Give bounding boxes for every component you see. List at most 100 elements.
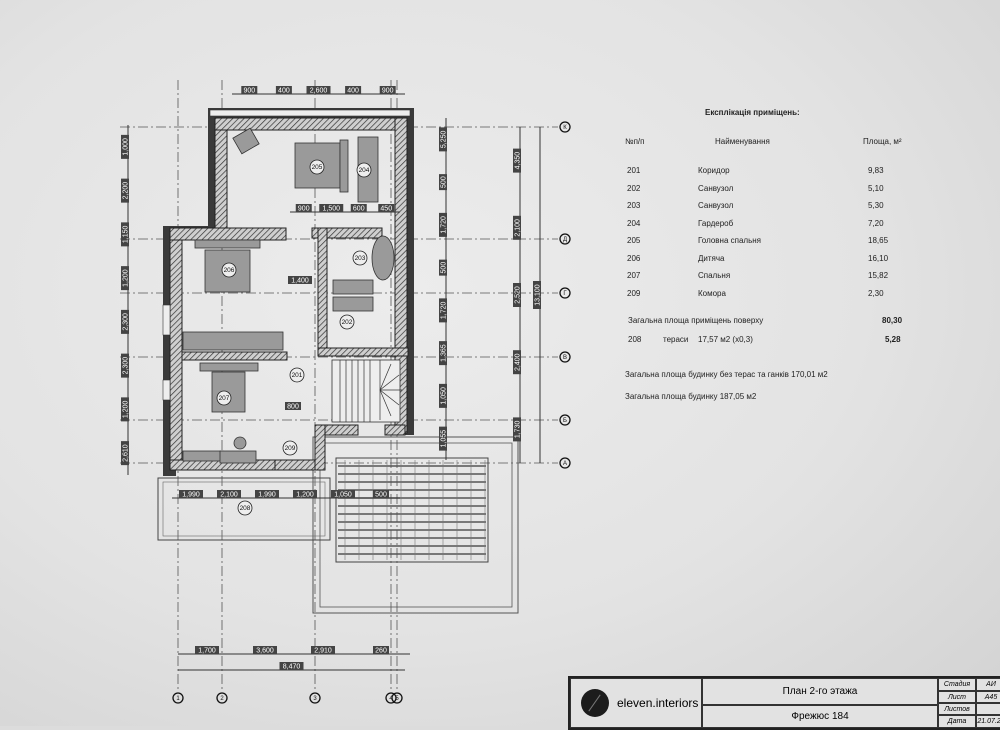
logo-icon (581, 689, 609, 717)
axis-label: 4 (389, 696, 393, 702)
svg-text:500: 500 (441, 262, 448, 274)
cell-name: Санвузол (698, 201, 734, 210)
dimension-label: 450 (378, 204, 395, 213)
svg-text:1,365: 1,365 (441, 344, 448, 362)
dimension-label: 5,250 (439, 127, 448, 152)
axis-marker (559, 351, 571, 363)
svg-text:900: 900 (243, 88, 255, 95)
dimension-label: 1,000 (121, 134, 130, 159)
terrace-value: 5,28 (885, 335, 901, 344)
axis-label: Д (563, 237, 567, 243)
sheets-label: Листов (938, 703, 976, 715)
svg-text:209: 209 (285, 445, 296, 452)
axis-label: В (563, 355, 567, 361)
svg-text:2,400: 2,400 (515, 353, 522, 371)
svg-text:205: 205 (312, 164, 323, 171)
terrace-208 (157, 477, 331, 541)
cell-area: 16,10 (868, 253, 889, 263)
cell-name: Коридор (698, 166, 730, 175)
header-num: №п/п (625, 137, 645, 146)
svg-text:203: 203 (355, 255, 366, 262)
axis-marker (309, 692, 321, 704)
axis-label: А (563, 461, 567, 467)
dimension-label: 1,700 (195, 646, 219, 655)
sheet-title: План 2-го этажа (702, 678, 938, 705)
dimension-label: 400 (345, 86, 362, 95)
axis-marker (385, 692, 397, 704)
svg-text:1,990: 1,990 (258, 492, 276, 499)
cell-area: 7,20 (868, 218, 884, 228)
svg-text:500: 500 (375, 492, 387, 499)
dimension-label: 900 (379, 86, 396, 95)
axis-marker (559, 121, 571, 133)
cell-num: 205 (627, 236, 641, 245)
svg-text:1,730: 1,730 (515, 421, 522, 439)
furniture (182, 127, 395, 464)
svg-text:1,200: 1,200 (123, 401, 130, 419)
axis-marker (559, 457, 571, 469)
cell-num: 204 (627, 218, 641, 228)
cell-area: 2,30 (868, 288, 884, 298)
svg-text:500: 500 (441, 176, 448, 188)
svg-text:4,350: 4,350 (515, 152, 522, 170)
dimension-label: 1,365 (439, 341, 448, 366)
cell-num: 207 (627, 271, 641, 280)
svg-text:1,200: 1,200 (296, 492, 314, 499)
svg-text:450: 450 (380, 206, 392, 213)
staircase (331, 359, 402, 423)
header-name: Найменування (715, 137, 770, 146)
axis-label: Г (563, 291, 567, 297)
svg-text:1,400: 1,400 (291, 278, 309, 285)
dimension-label: 2,100 (513, 215, 522, 240)
dimension-label: 2,520 (513, 283, 522, 307)
svg-text:2,300: 2,300 (123, 357, 130, 375)
project-name: Фрежюс 184 (702, 705, 938, 728)
cell-num: 209 (627, 288, 641, 298)
dimension-label: 1,200 (121, 266, 130, 291)
room-204-label: 204 (356, 162, 372, 178)
cell-area: 5,10 (868, 183, 884, 193)
room-labels: 205 204 206 203 202 201 207 209 208 (216, 159, 372, 516)
dimension-label: 2,910 (311, 646, 335, 655)
svg-text:1,050: 1,050 (441, 387, 448, 405)
svg-text:1,700: 1,700 (198, 648, 216, 655)
svg-text:260: 260 (375, 648, 387, 655)
svg-text:206: 206 (224, 267, 235, 274)
dimension-label: 1,050 (439, 383, 448, 408)
axis-label: 5 (395, 696, 399, 702)
header-area: Площа, м² (863, 137, 902, 146)
svg-text:208: 208 (240, 505, 251, 512)
dimension-label: 2,300 (121, 353, 130, 378)
axis-label: К (563, 125, 567, 131)
axis-label: Б (563, 418, 567, 424)
svg-text:207: 207 (219, 395, 230, 402)
svg-text:202: 202 (342, 319, 353, 326)
dimension-label: 13,100 (533, 281, 542, 309)
dimension-label: 500 (439, 259, 448, 276)
bed-207 (211, 371, 246, 413)
svg-text:201: 201 (292, 372, 303, 379)
dimension-label: 4,350 (513, 148, 522, 173)
svg-text:2,910: 2,910 (314, 648, 332, 655)
dimension-label: 2,100 (217, 490, 241, 499)
axis-marker (391, 692, 403, 704)
cell-area: 5,30 (868, 201, 884, 210)
svg-text:2,200: 2,200 (123, 182, 130, 200)
dimension-label: 1,400 (288, 276, 312, 285)
cell-area: 9,83 (868, 166, 884, 175)
svg-text:2,100: 2,100 (515, 219, 522, 237)
bathtub (371, 235, 395, 281)
svg-text:13,100: 13,100 (535, 284, 542, 306)
dimension-label: 2,610 (121, 441, 130, 466)
svg-text:400: 400 (347, 88, 359, 95)
svg-text:1,050: 1,050 (334, 492, 352, 499)
svg-text:1,055: 1,055 (441, 430, 448, 448)
floor-total-label: Загальна площа приміщень поверху (628, 316, 764, 325)
dimension-label: 1,990 (255, 490, 279, 499)
dimension-label: 900 (241, 86, 258, 95)
